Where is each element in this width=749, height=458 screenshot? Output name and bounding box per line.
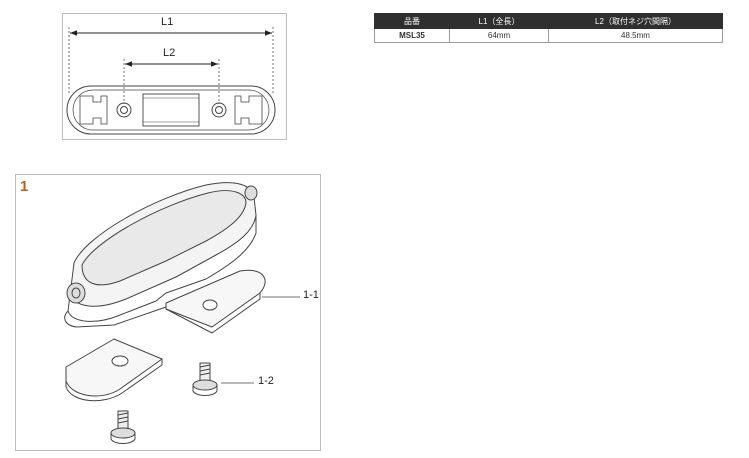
l1-label: L1 xyxy=(161,16,174,28)
plate-part-1-1 xyxy=(165,269,266,334)
header-l1: L1（全長） xyxy=(449,13,549,29)
callout-1-2: 1-2 xyxy=(258,375,274,387)
cell-l1: 64mm xyxy=(449,28,549,43)
housing-part xyxy=(64,182,258,328)
l2-label: L2 xyxy=(163,47,176,59)
dimension-diagram: L1 L2 xyxy=(62,13,287,140)
cell-l2: 48.5mm xyxy=(548,28,723,43)
header-part-number: 品番 xyxy=(374,13,450,29)
header-l2: L2（取付ネジ穴間隔） xyxy=(548,13,723,29)
plate-part-lower xyxy=(65,338,163,402)
exploded-view-drawing xyxy=(64,182,300,444)
dimension-drawing xyxy=(66,27,276,135)
screw-part-lower xyxy=(110,410,136,444)
cell-part-number: MSL35 xyxy=(374,28,450,43)
parts-diagram: 1 xyxy=(15,174,321,451)
table-row: MSL35 64mm 48.5mm xyxy=(374,28,723,43)
step-number: 1 xyxy=(20,178,29,195)
callout-1-1: 1-1 xyxy=(303,289,319,301)
screw-part-1-2 xyxy=(192,362,218,396)
spec-table-header-row: 品番 L1（全長） L2（取付ネジ穴間隔） xyxy=(374,13,723,29)
spec-table: 品番 L1（全長） L2（取付ネジ穴間隔） MSL35 64mm 48.5mm xyxy=(374,13,723,43)
part-top-view xyxy=(66,85,276,135)
